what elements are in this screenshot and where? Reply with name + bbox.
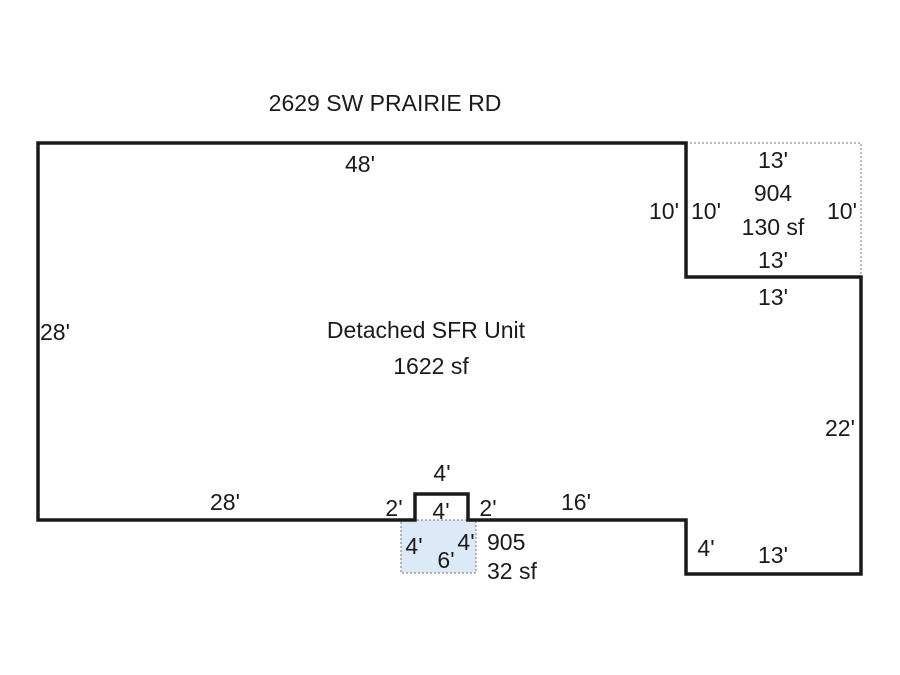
main-area-name: Detached SFR Unit <box>327 317 526 343</box>
area-904-dim-left: 10' <box>691 198 721 224</box>
dim-bottom-right: 13' <box>758 542 788 568</box>
area-904-size: 130 sf <box>742 214 805 240</box>
main-structure-outline <box>36 141 863 576</box>
dim-bump-top: 4' <box>433 460 450 486</box>
area-905-size: 32 sf <box>487 558 537 584</box>
dim-top: 48' <box>345 151 375 177</box>
dim-right: 22' <box>825 415 855 441</box>
area-905-dim-bottom: 6' <box>437 547 454 573</box>
address-label: 2629 SW PRAIRIE RD <box>269 90 502 116</box>
dim-bottom-mid: 16' <box>561 489 591 515</box>
dim-bottom-left: 28' <box>210 489 240 515</box>
dim-bump-right: 2' <box>479 495 496 521</box>
area-905-dim-right: 4' <box>457 529 474 555</box>
dim-notch-left: 10' <box>649 198 679 224</box>
area-904-code: 904 <box>754 180 793 206</box>
area-904-dim-top: 13' <box>758 147 788 173</box>
area-905-outline <box>400 519 477 574</box>
area-904-dim-bottom: 13' <box>758 247 788 273</box>
area-905-dim-left: 4' <box>405 533 422 559</box>
area-905-code: 905 <box>487 529 525 555</box>
dim-bump-left: 2' <box>385 495 402 521</box>
dim-notch-bottom: 13' <box>758 284 788 310</box>
main-area-size: 1622 sf <box>393 353 469 379</box>
area-904-dim-right: 10' <box>827 198 857 224</box>
dim-left: 28' <box>40 319 70 345</box>
dim-step-down: 4' <box>697 535 714 561</box>
area-905-dim-top: 4' <box>432 498 449 524</box>
